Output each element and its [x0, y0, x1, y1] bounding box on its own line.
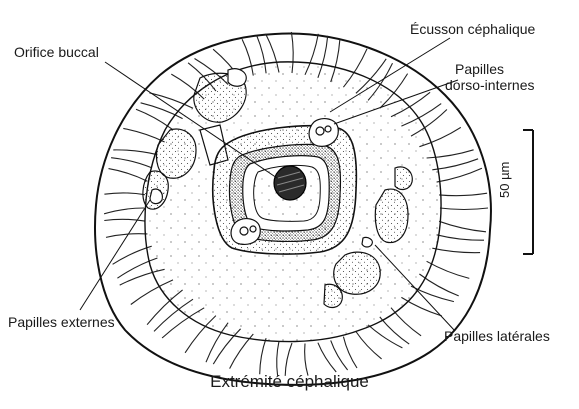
label-ecusson-cephalique: Écusson céphalique — [410, 21, 535, 37]
label-papilles-dorso-internes-line1: Papilles — [445, 61, 535, 77]
label-orifice-buccal: Orifice buccal — [14, 44, 99, 60]
scale-label: 50 µm — [497, 162, 513, 198]
buccal-orifice — [274, 166, 306, 200]
label-papilles-laterales: Papilles latérales — [444, 328, 550, 344]
label-papilles-externes: Papilles externes — [8, 314, 115, 330]
label-papilles-dorso-internes-line2: dorso-internes — [445, 77, 535, 93]
scale-bar — [523, 130, 533, 254]
figure-caption: Extrémité céphalique — [0, 372, 579, 392]
label-papilles-dorso-internes: Papilles dorso-internes — [445, 61, 535, 93]
